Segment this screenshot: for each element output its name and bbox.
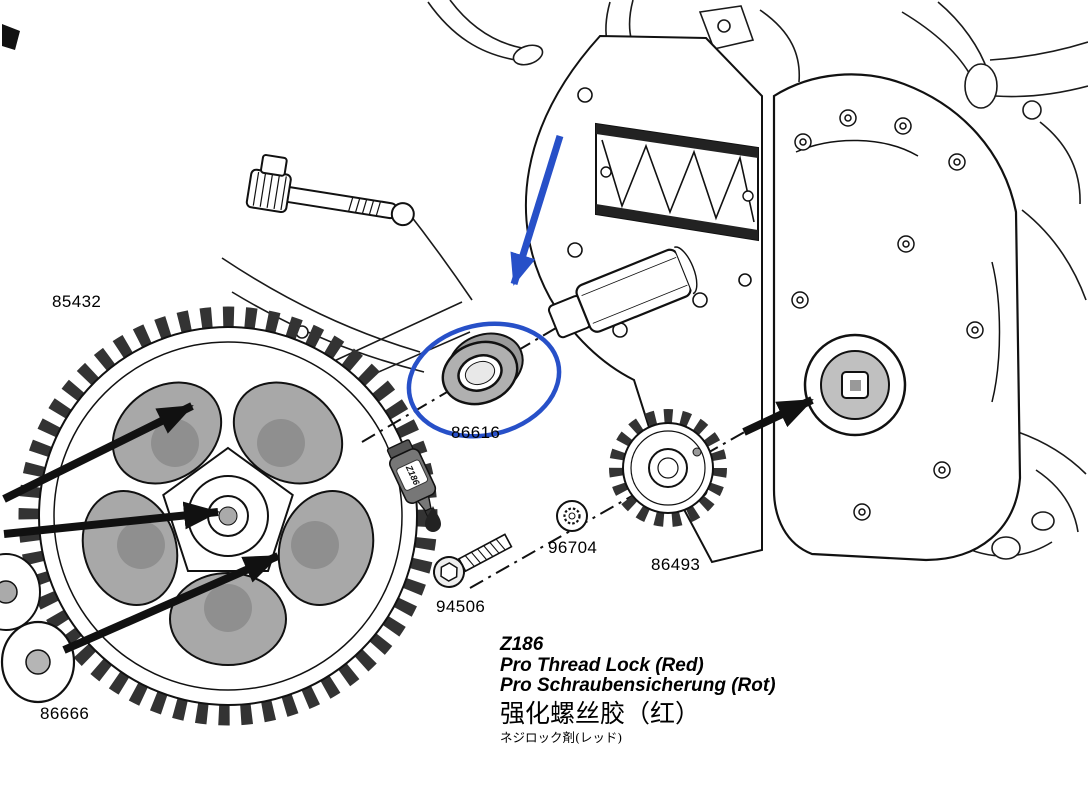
background-chassis-art: [221, 0, 1088, 560]
pinion-gear-art: [609, 409, 727, 527]
glue-drop-art: [425, 506, 441, 532]
label-hub: 86666: [40, 704, 90, 723]
install-arrow-upper: [2, 402, 194, 503]
highlight-arrow: [510, 134, 564, 286]
label-bearing: 86616: [451, 423, 501, 442]
label-pinion-gear: 86493: [651, 555, 701, 574]
axis-line-pinion: [469, 429, 749, 589]
bearing-art: [441, 332, 524, 406]
turnbuckle-art: [245, 154, 415, 227]
note-english: Pro Thread Lock (Red): [500, 654, 704, 676]
washer-art: [556, 500, 588, 532]
hub-cylinders-art: [0, 553, 76, 704]
thread-lock-note: Z186 Pro Thread Lock (Red) Pro Schrauben…: [500, 634, 776, 745]
install-arrow-middle: [3, 501, 220, 538]
note-code: Z186: [500, 634, 544, 655]
label-screw: 94506: [436, 597, 486, 616]
screw-art: [433, 533, 513, 588]
output-shaft-art: [547, 246, 698, 339]
note-german: Pro Schraubensicherung (Rot): [500, 675, 776, 697]
note-chinese: 强化螺丝胶（红）: [500, 699, 701, 729]
page-edge-mark: [2, 24, 20, 50]
highlight-ellipse: [406, 321, 562, 439]
note-japanese: ネジロック剤(レッド): [500, 729, 623, 745]
bulkhead-art: [772, 73, 1022, 562]
spur-gear-art: [18, 306, 438, 726]
install-arrow-lower: [62, 552, 280, 654]
label-washer: 96704: [548, 538, 598, 557]
thread-lock-bottle-art: Z186: [386, 439, 437, 518]
install-arrow-bulkhead: [742, 396, 814, 436]
label-spur-gear: 85432: [52, 292, 102, 311]
